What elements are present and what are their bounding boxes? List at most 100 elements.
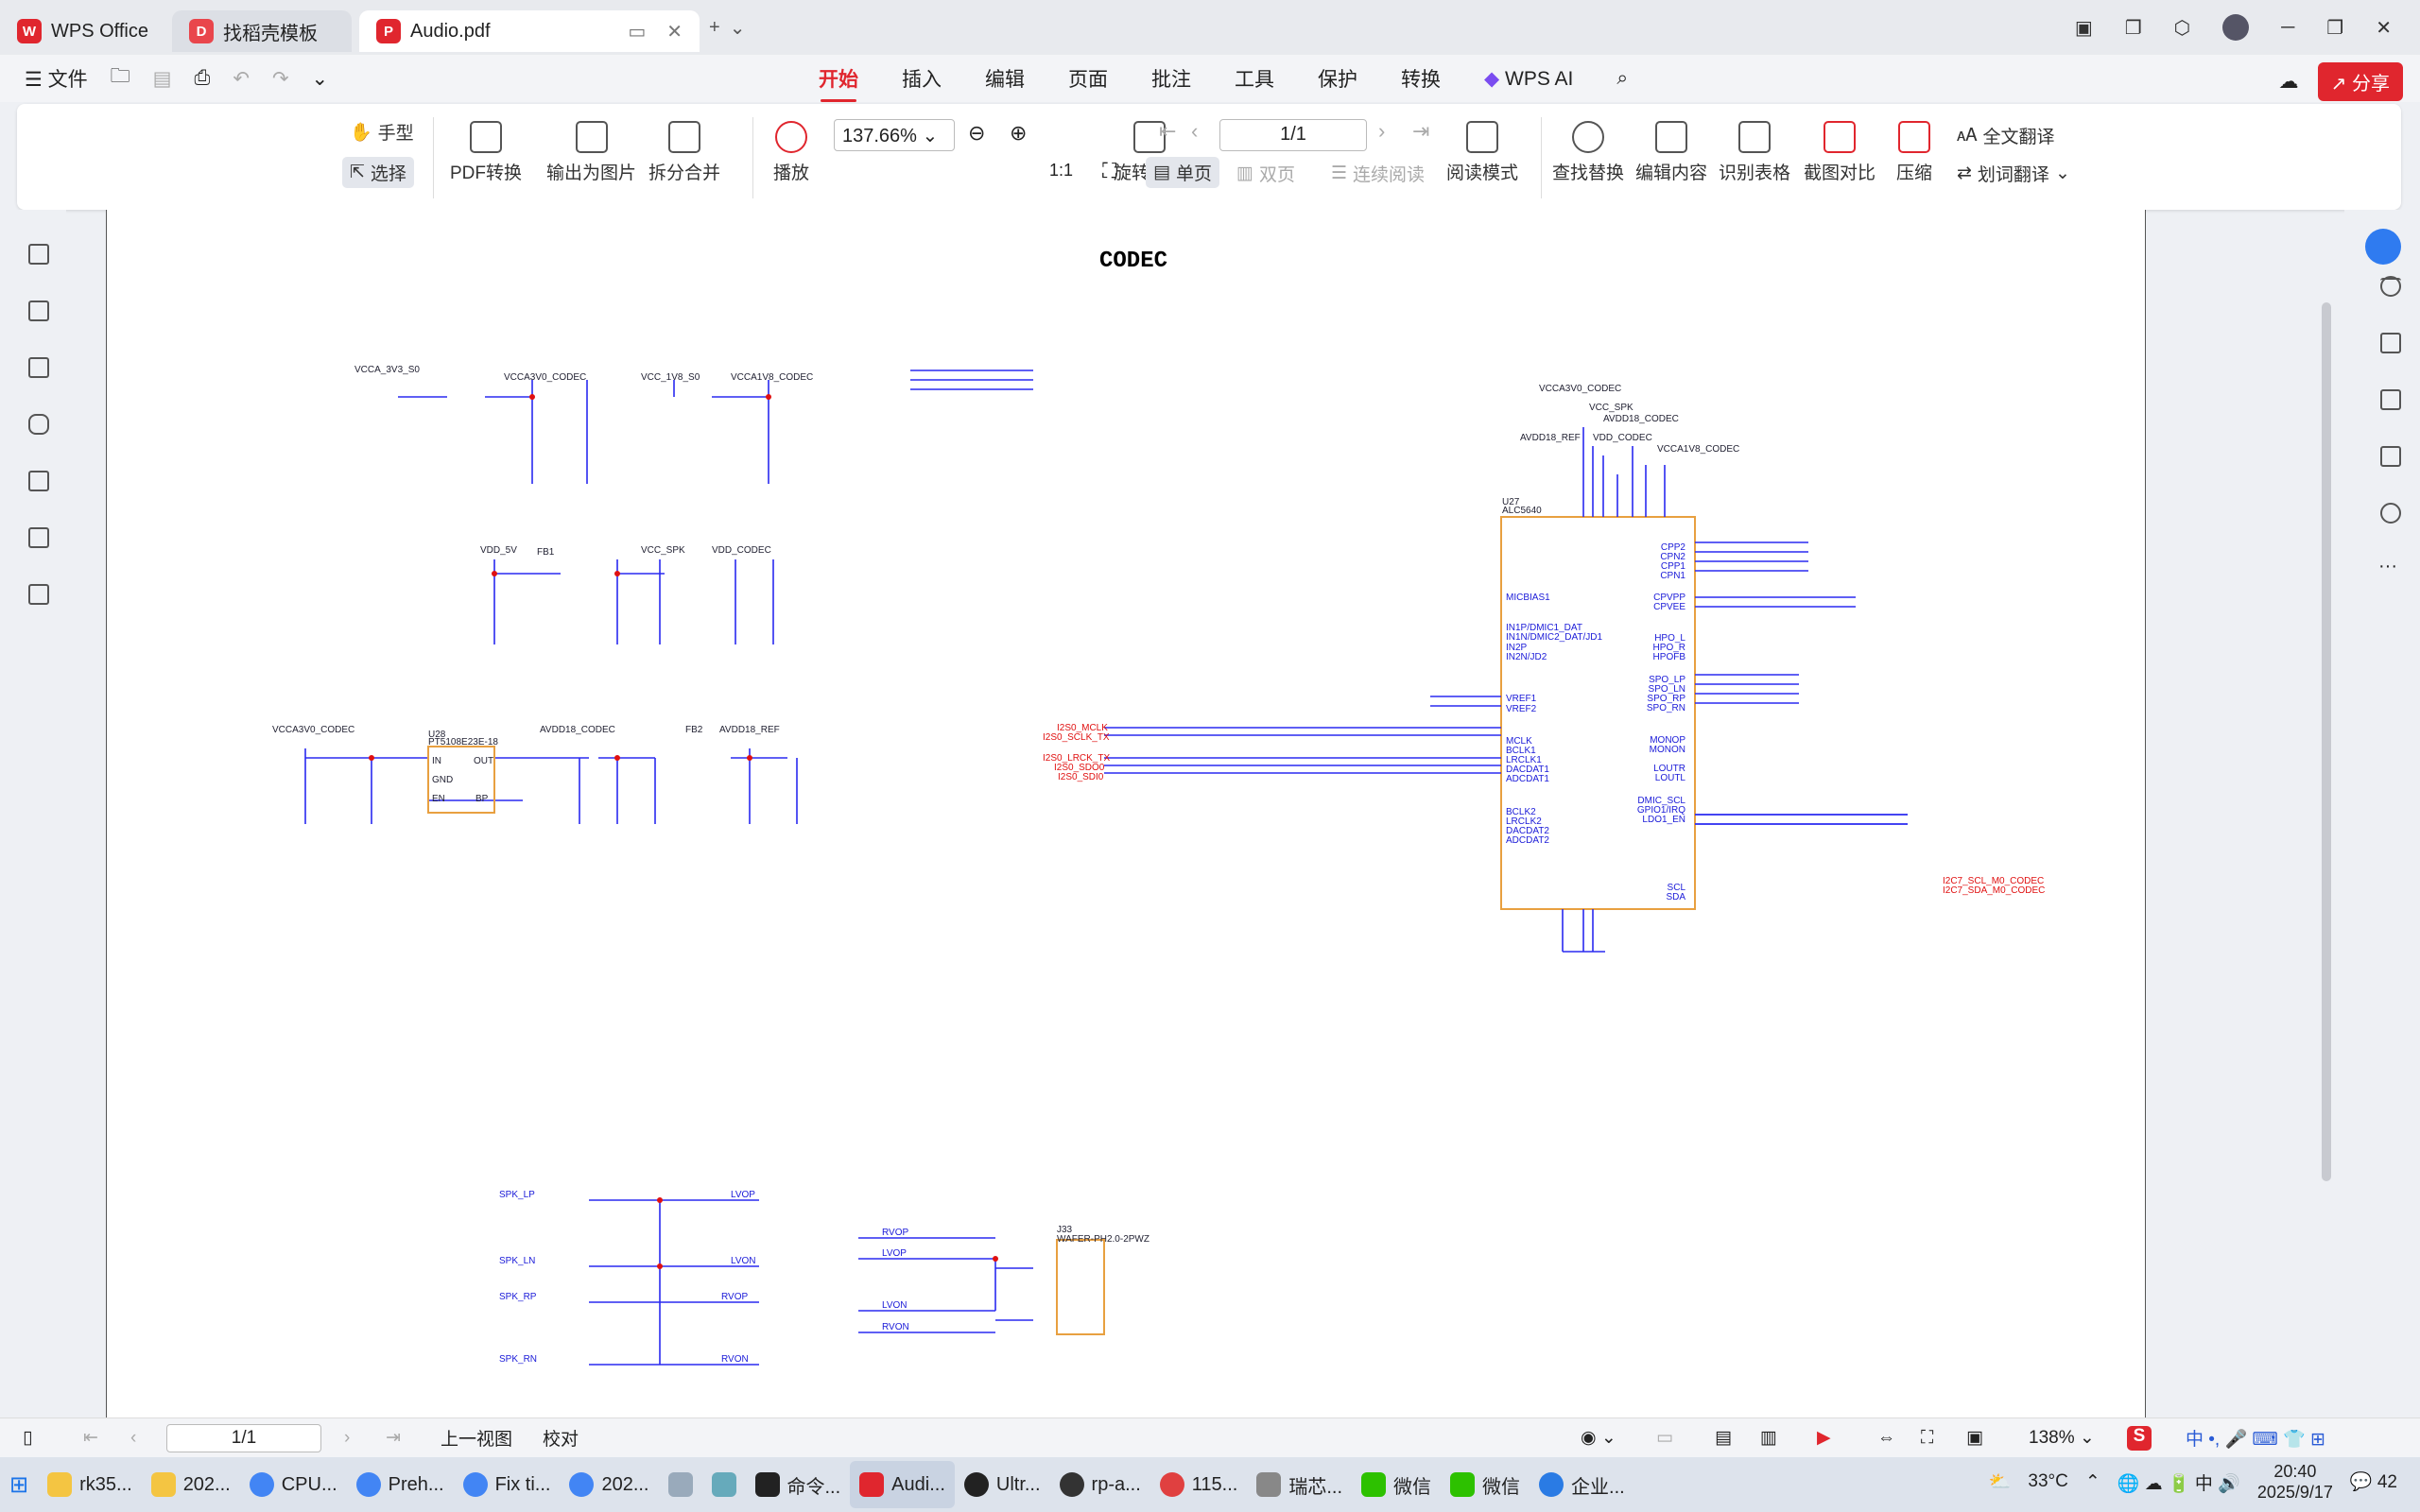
notification-icon[interactable]: 💬 42 [2349,1472,2397,1492]
play-status-icon[interactable]: ▶ [1817,1428,1831,1448]
menu-tab-annotate[interactable]: 批注 [1151,69,1191,91]
signature-icon[interactable] [28,527,49,548]
menu-tab-edit[interactable]: 编辑 [985,69,1025,91]
box-icon[interactable]: ⬡ [2173,17,2191,39]
close-window-icon[interactable]: ✕ [2376,17,2392,39]
help-icon[interactable] [2380,503,2401,524]
view-icon-1[interactable]: ▭ [1656,1428,1673,1448]
translate-all-button[interactable]: 🗚全文翻译 [1957,123,2055,148]
hand-tool-button[interactable]: ✋手型 [350,119,414,145]
tab-template[interactable]: D 找稻壳模板 [172,10,352,52]
taskbar-item-chrome-202[interactable]: 202... [560,1461,658,1508]
menu-tab-home[interactable]: 开始 [819,64,858,102]
menu-tab-page[interactable]: 页面 [1068,69,1108,91]
eye-icon[interactable]: ◉ ⌄ [1581,1428,1616,1448]
open-folder-icon[interactable]: 🗀 [110,64,130,87]
floating-assistant-icon[interactable] [2365,229,2401,265]
sidebar-toggle-icon[interactable]: ▯ [23,1428,33,1448]
split-merge-button[interactable]: 拆分合并 [648,121,720,184]
fit-page-status-icon[interactable]: ⛶ [1921,1427,1934,1448]
taskbar-item-cmd[interactable]: 命令... [746,1461,851,1508]
first-page-icon[interactable]: ⇤ [1159,119,1177,143]
tab-audio-pdf[interactable]: P Audio.pdf ▭ ✕ [359,10,700,52]
single-page-button[interactable]: ▤单页 [1146,157,1219,188]
export-image-button[interactable]: 输出为图片 [546,121,636,184]
actual-size-icon[interactable]: 1:1 [1049,161,1074,180]
menu-tab-convert[interactable]: 转换 [1401,69,1441,91]
share-button[interactable]: ↗ 分享 [2317,62,2403,101]
comment-icon[interactable] [28,414,49,435]
translate-panel-icon[interactable] [2380,333,2401,353]
taskbar-item-audio[interactable]: Audi... [850,1461,955,1508]
settings-panel-icon[interactable] [2380,389,2401,410]
taskbar-item-cpu[interactable]: CPU... [240,1461,347,1508]
status-next-page-icon[interactable]: › [344,1427,351,1448]
status-prev-page-icon[interactable]: ‹ [130,1427,137,1448]
more-icon[interactable]: ··· [2378,556,2397,576]
taskbar-item-tool[interactable] [659,1461,702,1508]
menu-tab-wps-ai[interactable]: ◆ WPS AI [1484,67,1573,91]
status-page-input[interactable]: 1/1 [166,1424,321,1452]
sogou-ime-icon[interactable]: S [2127,1425,2152,1451]
next-page-icon[interactable]: › [1378,119,1386,143]
double-view-icon[interactable]: ▥ [1760,1428,1777,1448]
taskbar-item-preh[interactable]: Preh... [347,1461,454,1508]
prev-page-icon[interactable]: ‹ [1191,119,1199,143]
proofread-button[interactable]: 校对 [543,1430,579,1450]
vertical-scrollbar[interactable] [2322,302,2331,1181]
cloud-upload-icon[interactable]: ☁ [2278,71,2299,93]
search-icon[interactable]: ⌕ [1616,67,1629,89]
taskbar-item-wechat-1[interactable]: 微信 [1352,1461,1441,1508]
select-tool-button[interactable]: ⇱选择 [342,157,414,188]
pdf-convert-button[interactable]: PDF转换 [450,121,522,184]
start-button[interactable]: ⊞ [0,1461,38,1508]
multi-window-icon[interactable]: ❐ [2124,17,2142,39]
maximize-icon[interactable]: ❐ [2326,17,2344,39]
avatar[interactable] [2222,14,2250,41]
zoom-in-icon[interactable]: ⊕ [1010,121,1028,145]
redo-icon[interactable]: ↷ [271,67,289,90]
close-tab-icon[interactable]: ✕ [666,21,683,43]
menu-tab-protect[interactable]: 保护 [1318,69,1357,91]
thumbnail-icon[interactable] [28,357,49,378]
play-button[interactable]: 播放 [773,121,809,184]
layers-icon[interactable] [28,584,49,605]
single-view-icon[interactable]: ▤ [1715,1428,1732,1448]
continuous-read-button[interactable]: ☰连续阅读 [1331,161,1425,186]
compress-button[interactable]: 压缩 [1896,121,1932,184]
pdf-page[interactable]: CODEC VCCA_3V3_S0 VCCA3V0_CODEC VCC_1V8_… [106,210,2146,1418]
taskbar-item-fix[interactable]: Fix ti... [454,1461,561,1508]
taskbar-item-app[interactable] [702,1461,746,1508]
last-page-icon[interactable]: ⇥ [1412,119,1430,143]
ocr-table-button[interactable]: 识别表格 [1719,121,1790,184]
window-float-icon[interactable]: ▭ [628,21,647,43]
zoom-select[interactable]: 137.66% ⌄ [834,119,955,151]
taskbar-item-115[interactable]: 115... [1150,1461,1248,1508]
translate-word-button[interactable]: ⇄划词翻译⌄ [1957,161,2070,186]
menu-tab-insert[interactable]: 插入 [902,69,942,91]
taskbar-item-enterprise[interactable]: 企业... [1530,1461,1634,1508]
outline-icon[interactable] [28,244,49,265]
bookmark-icon[interactable] [28,301,49,321]
menu-tab-tools[interactable]: 工具 [1235,69,1274,91]
read-panel-icon[interactable] [2380,446,2401,467]
status-first-page-icon[interactable]: ⇤ [83,1428,98,1448]
undo-icon[interactable]: ↶ [233,67,250,90]
weather-icon[interactable]: ⛅ [1988,1472,2012,1492]
minimize-icon[interactable]: ─ [2281,16,2295,38]
ime-indicators-icon[interactable]: 中 •, 🎤 ⌨ 👕 ⊞ [2186,1430,2325,1450]
taskbar-item-wechat-2[interactable]: 微信 [1441,1461,1530,1508]
fit-page-icon[interactable]: ⛶ [1102,159,1117,182]
status-last-page-icon[interactable]: ⇥ [386,1428,401,1448]
page-frame-icon[interactable]: ▣ [1966,1428,1983,1448]
tab-list-chevron-icon[interactable]: ⌄ [729,17,746,39]
status-zoom[interactable]: 138% ⌄ [2029,1428,2095,1448]
search-panel-icon[interactable] [2380,276,2401,297]
taskbar-item-rp[interactable]: rp-a... [1050,1461,1150,1508]
prev-view-button[interactable]: 上一视图 [441,1430,513,1450]
compare-button[interactable]: 截图对比 [1804,121,1876,184]
edit-content-button[interactable]: 编辑内容 [1635,121,1707,184]
taskbar-item-folder-202[interactable]: 202... [142,1461,240,1508]
taskbar-item-ultra[interactable]: Ultr... [955,1461,1050,1508]
